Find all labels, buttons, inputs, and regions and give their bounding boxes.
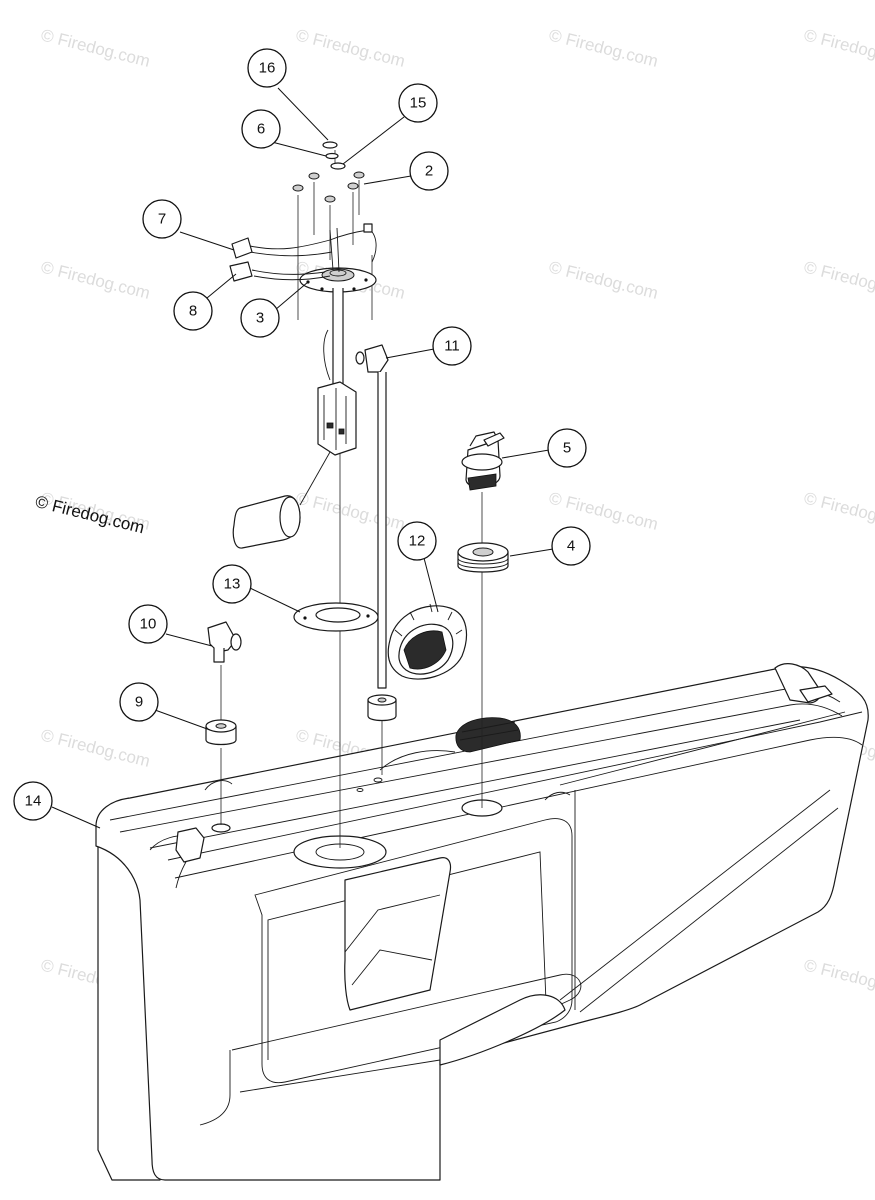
watermark-text: © Firedog.com xyxy=(547,488,660,533)
fuel-sender-assembly xyxy=(229,223,377,549)
callout-8: 8 xyxy=(173,291,213,331)
svg-text:14: 14 xyxy=(25,793,42,810)
callout-5: 5 xyxy=(547,428,587,468)
svg-text:3: 3 xyxy=(256,310,264,327)
lock-ring xyxy=(387,603,468,680)
svg-text:10: 10 xyxy=(140,616,157,633)
fitting-grommet xyxy=(205,719,237,746)
callout-10: 10 xyxy=(128,604,168,644)
callout-16: 16 xyxy=(247,48,287,88)
callout-11: 11 xyxy=(432,326,472,366)
vent-fitting xyxy=(207,621,242,663)
svg-text:4: 4 xyxy=(567,538,575,555)
callout-3: 3 xyxy=(240,298,280,338)
svg-text:13: 13 xyxy=(224,576,241,593)
callout-7: 7 xyxy=(142,199,182,239)
sender-gasket xyxy=(293,602,379,632)
svg-text:6: 6 xyxy=(257,121,265,138)
valve-grommet xyxy=(457,542,509,573)
svg-text:15: 15 xyxy=(410,95,427,112)
watermark-text: © Firedog.com xyxy=(802,488,875,533)
svg-text:7: 7 xyxy=(158,211,166,228)
svg-text:16: 16 xyxy=(259,60,276,77)
watermark-text: © Firedog.com xyxy=(294,25,407,70)
watermark-text: © Firedog.com xyxy=(294,488,407,533)
svg-text:9: 9 xyxy=(135,694,143,711)
watermark-text: © Firedog.com xyxy=(547,257,660,302)
callout-4: 4 xyxy=(551,526,591,566)
callout-13: 13 xyxy=(212,564,252,604)
watermark-text: © Firedog.com xyxy=(39,25,152,70)
callout-2: 2 xyxy=(409,151,449,191)
svg-text:5: 5 xyxy=(563,440,571,457)
return-line-fitting xyxy=(355,344,397,722)
watermark-text: © Firedog.com xyxy=(547,25,660,70)
fuel-tank xyxy=(95,663,869,1181)
watermark-text: © Firedog.com xyxy=(802,955,875,1000)
callout-6: 6 xyxy=(241,109,281,149)
callout-15: 15 xyxy=(398,83,438,123)
rollover-valve xyxy=(461,431,505,491)
watermark-text: © Firedog.com xyxy=(39,725,152,770)
svg-text:11: 11 xyxy=(444,338,460,355)
svg-text:12: 12 xyxy=(409,533,426,550)
watermark-text: © Firedog.com xyxy=(39,257,152,302)
callout-12: 12 xyxy=(397,521,437,561)
callout-9: 9 xyxy=(119,682,159,722)
mounting-bolts xyxy=(292,141,365,203)
watermark-text: © Firedog.com xyxy=(802,25,875,70)
svg-text:8: 8 xyxy=(189,303,197,320)
callout-14: 14 xyxy=(13,781,53,821)
svg-text:2: 2 xyxy=(425,163,433,180)
leader-lines xyxy=(51,87,554,829)
watermark-text: © Firedog.com xyxy=(802,257,875,302)
